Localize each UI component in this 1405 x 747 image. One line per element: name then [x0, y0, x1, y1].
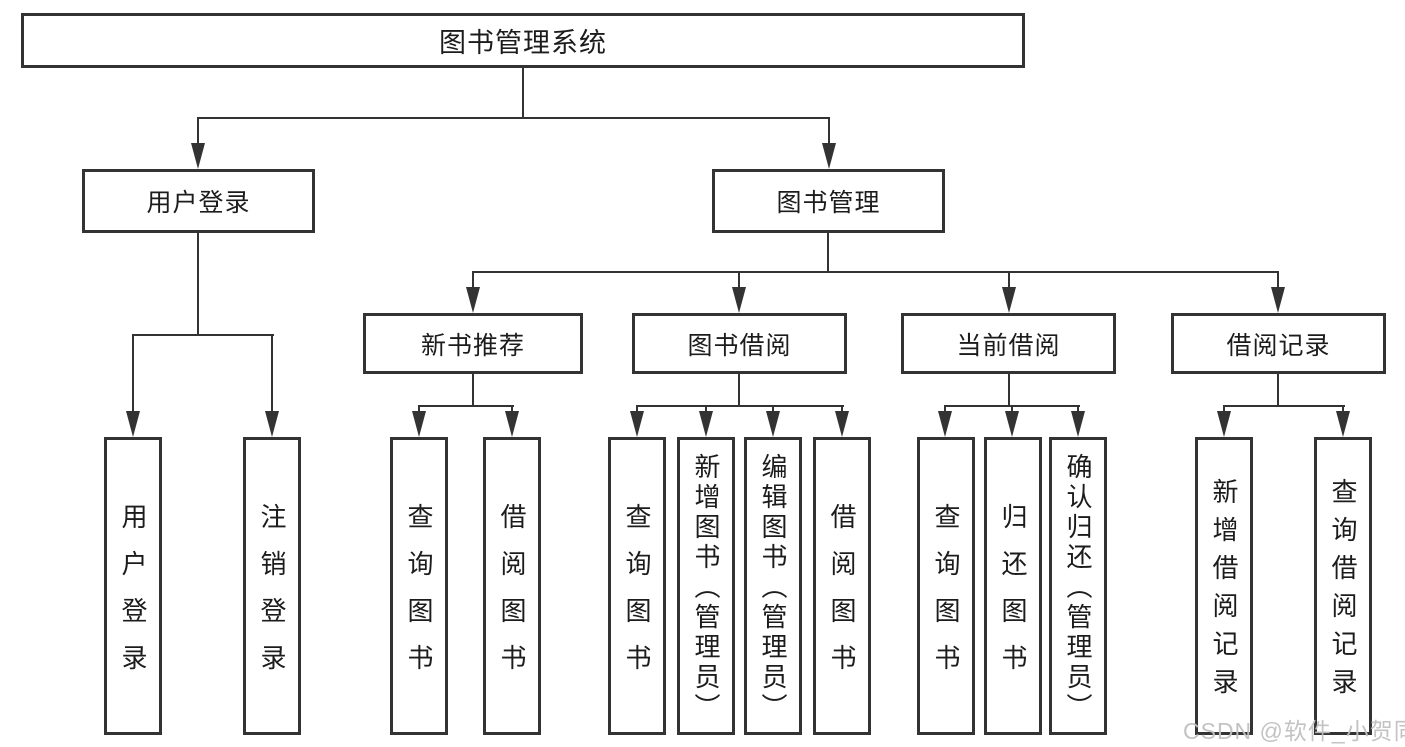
node-label: 注销登录	[257, 502, 287, 691]
node-label: 新书推荐	[420, 331, 525, 360]
arrow-down-icon	[1336, 411, 1350, 437]
node-new-book-recommend: 新书推荐	[363, 313, 583, 374]
node-label: 图书管理	[776, 189, 881, 217]
connector-line	[197, 117, 199, 146]
csdn-watermark: CSDN @软件_小贺同学	[1183, 718, 1405, 744]
connector-line	[1077, 405, 1079, 414]
node-leaf-add-books-admin: 新增图书（管理员）	[677, 437, 735, 735]
node-label: 借阅图书	[827, 502, 857, 691]
node-label: 图书借阅	[687, 331, 792, 360]
node-library-system: 图书管理系统	[21, 13, 1025, 68]
node-label: 归还图书	[998, 502, 1028, 691]
connector-line	[197, 117, 830, 119]
connector-line	[472, 271, 474, 289]
node-label: 编辑图书（管理员）	[758, 453, 788, 723]
node-label: 查询图书	[931, 502, 961, 691]
node-user-login: 用户登录	[82, 169, 315, 233]
connector-line	[511, 405, 513, 414]
node-book-borrow: 图书借阅	[632, 313, 847, 374]
node-leaf-user-login: 用户登录	[104, 437, 162, 735]
arrow-down-icon	[822, 143, 836, 169]
arrow-down-icon	[1071, 411, 1085, 437]
node-current-borrow: 当前借阅	[901, 313, 1116, 374]
arrow-down-icon	[191, 143, 205, 169]
connector-line	[1223, 405, 1345, 407]
connector-line	[1008, 271, 1010, 289]
connector-line	[738, 271, 740, 289]
arrow-down-icon	[466, 287, 480, 313]
connector-line	[1223, 405, 1225, 414]
connector-line	[828, 117, 830, 146]
connector-line	[1277, 374, 1279, 406]
node-borrow-records: 借阅记录	[1171, 313, 1386, 374]
node-label: 借阅图书	[497, 502, 527, 691]
node-leaf-borrow-books-2: 借阅图书	[813, 437, 871, 735]
node-label: 查询图书	[404, 502, 434, 691]
connector-line	[271, 334, 273, 413]
connector-line	[1008, 374, 1010, 406]
connector-line	[197, 233, 199, 336]
node-leaf-edit-books-admin: 编辑图书（管理员）	[744, 437, 802, 735]
arrow-down-icon	[126, 411, 140, 437]
arrow-down-icon	[265, 411, 279, 437]
arrow-down-icon	[412, 411, 426, 437]
arrow-down-icon	[1271, 287, 1285, 313]
arrow-down-icon	[1217, 411, 1231, 437]
node-book-management: 图书管理	[712, 169, 945, 233]
node-label: 用户登录	[118, 502, 148, 691]
node-leaf-confirm-return-admin: 确认归还（管理员）	[1049, 437, 1107, 735]
arrow-down-icon	[699, 411, 713, 437]
arrow-down-icon	[1002, 287, 1016, 313]
arrow-down-icon	[766, 411, 780, 437]
connector-line	[472, 374, 474, 406]
node-label: 确认归还（管理员）	[1063, 453, 1093, 723]
connector-line	[132, 334, 134, 413]
node-label: 新增图书（管理员）	[691, 453, 721, 723]
node-leaf-query-books-3: 查询图书	[917, 437, 975, 735]
node-leaf-query-books-1: 查询图书	[390, 437, 448, 735]
node-label: 当前借阅	[956, 331, 1061, 360]
connector-line	[636, 405, 638, 414]
arrow-down-icon	[938, 411, 952, 437]
node-label: 用户登录	[146, 189, 251, 217]
connector-line	[1277, 271, 1279, 289]
node-leaf-query-borrow-record: 查询借阅记录	[1314, 437, 1372, 735]
arrow-down-icon	[835, 411, 849, 437]
node-label: 查询图书	[622, 502, 652, 691]
connector-line	[418, 405, 514, 407]
arrow-down-icon	[732, 287, 746, 313]
connector-line	[827, 233, 829, 273]
connector-line	[841, 405, 843, 414]
node-leaf-return-books: 归还图书	[984, 437, 1042, 735]
node-label: 借阅记录	[1226, 331, 1331, 360]
connector-line	[636, 405, 844, 407]
connector-line	[944, 405, 946, 414]
connector-line	[522, 67, 524, 118]
connector-line	[418, 405, 420, 414]
node-leaf-borrow-books-1: 借阅图书	[483, 437, 541, 735]
node-leaf-logout: 注销登录	[243, 437, 301, 735]
arrow-down-icon	[505, 411, 519, 437]
connector-line	[472, 271, 1279, 273]
connector-line	[1011, 405, 1013, 414]
arrow-down-icon	[1005, 411, 1019, 437]
connector-line	[705, 405, 707, 414]
connector-line	[1342, 405, 1344, 414]
connector-line	[738, 374, 740, 406]
node-label: 查询借阅记录	[1328, 478, 1358, 706]
node-label: 图书管理系统	[439, 28, 607, 58]
node-label: 新增借阅记录	[1209, 478, 1239, 706]
node-leaf-query-books-2: 查询图书	[608, 437, 666, 735]
connector-line	[132, 334, 274, 336]
arrow-down-icon	[630, 411, 644, 437]
connector-line	[772, 405, 774, 414]
node-leaf-add-borrow-record: 新增借阅记录	[1195, 437, 1253, 735]
